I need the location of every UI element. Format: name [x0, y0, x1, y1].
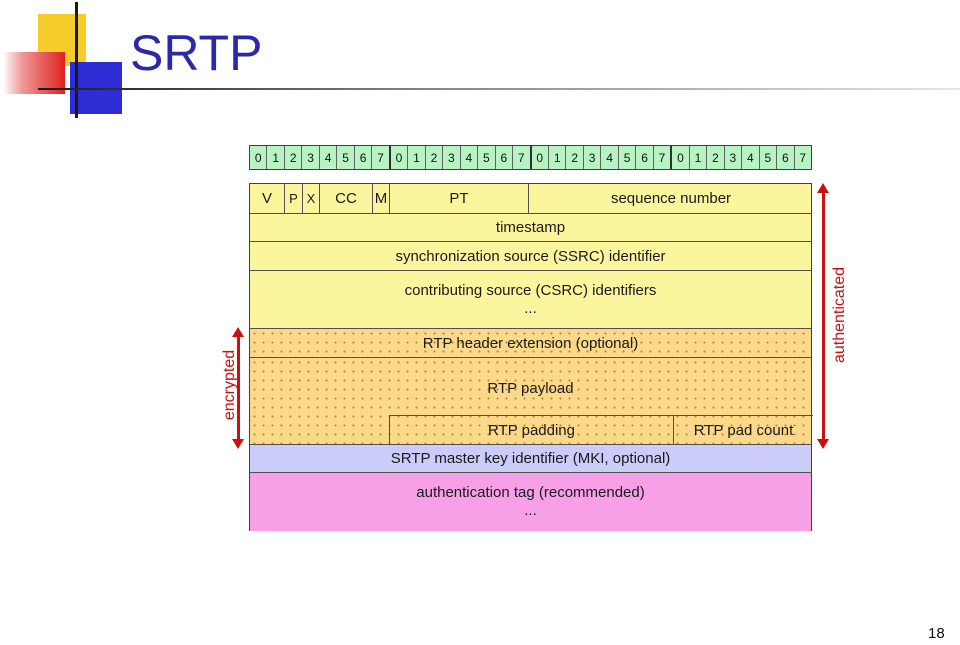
bit-index-cell: 7 [794, 146, 811, 169]
bit-index-cell: 4 [601, 146, 619, 169]
bit-index-cell: 1 [408, 146, 426, 169]
auth-tag-ellipsis: ... [524, 502, 537, 519]
authenticated-label: authenticated [831, 266, 848, 364]
bit-index-cell: 0 [531, 146, 549, 169]
authenticated-range-arrow [817, 183, 829, 449]
encrypted-range-arrow [232, 327, 244, 449]
payload-label: RTP payload [487, 380, 574, 397]
field-padding-flag: P [285, 184, 303, 213]
page-number: 18 [928, 625, 945, 642]
rtp-header-row: V P X CC M PT sequence number [250, 184, 811, 214]
auth-tag-label: authentication tag (recommended) [416, 484, 645, 501]
field-version: V [250, 184, 285, 213]
bit-index-cell: 5 [759, 146, 778, 169]
bit-index-cell: 4 [742, 146, 760, 169]
bit-index-cell: 5 [337, 146, 355, 169]
field-payload-area: RTP payload RTP padding RTP pad count [250, 358, 813, 444]
bit-index-cell: 0 [250, 146, 268, 169]
title-decoration-vertical-line [75, 2, 78, 118]
bit-index-cell: 0 [390, 146, 409, 169]
field-csrc: contributing source (CSRC) identifiers .… [250, 271, 811, 329]
srtp-packet-diagram: V P X CC M PT sequence number timestamp … [249, 183, 813, 531]
field-ssrc: synchronization source (SSRC) identifier [250, 242, 811, 271]
encrypted-label: encrypted [221, 349, 238, 421]
bit-index-cell: 7 [653, 146, 673, 169]
bit-index-cell: 6 [777, 146, 795, 169]
bit-index-cell: 5 [618, 146, 637, 169]
bit-index-cell: 1 [689, 146, 708, 169]
field-payload-type: PT [390, 184, 529, 213]
bit-index-cell: 0 [672, 146, 690, 169]
field-csrc-count: CC [320, 184, 373, 213]
bit-index-cell: 6 [636, 146, 654, 169]
bit-index-cell: 7 [372, 146, 391, 169]
field-sequence-number: sequence number [610, 190, 732, 207]
bit-index-cell: 4 [319, 146, 338, 169]
bit-index-cell: 3 [724, 146, 743, 169]
bit-index-cell: 4 [460, 146, 479, 169]
bit-index-cell: 6 [354, 146, 373, 169]
field-marker: M [373, 184, 390, 213]
bit-index-cell: 2 [707, 146, 725, 169]
title-underline [38, 88, 960, 90]
bit-index-cell: 1 [267, 146, 285, 169]
field-auth-tag: authentication tag (recommended) ... [250, 473, 811, 531]
field-timestamp: timestamp [250, 214, 811, 242]
bit-index-cell: 1 [548, 146, 567, 169]
field-rtp-pad-count: RTP pad count [693, 421, 794, 439]
bit-index-cell: 6 [495, 146, 514, 169]
bit-index-cell: 5 [478, 146, 496, 169]
bit-index-cell: 2 [425, 146, 444, 169]
field-rtp-padding: RTP padding [390, 416, 674, 444]
bit-index-cell: 7 [513, 146, 532, 169]
bit-index-cell: 2 [284, 146, 303, 169]
bit-index-cell: 3 [583, 146, 602, 169]
field-extension-flag: X [303, 184, 320, 213]
csrc-label: contributing source (CSRC) identifiers [404, 281, 657, 299]
field-header-extension: RTP header extension (optional) [250, 329, 811, 358]
field-mki: SRTP master key identifier (MKI, optiona… [250, 444, 811, 473]
slide-title: SRTP [130, 25, 263, 81]
bit-index-cell: 3 [302, 146, 320, 169]
padding-row: RTP padding RTP pad count [389, 415, 813, 444]
title-decoration-red-bar [3, 52, 65, 94]
bit-index-cell: 3 [443, 146, 461, 169]
bit-index-cell: 2 [566, 146, 584, 169]
csrc-ellipsis: ... [524, 299, 537, 317]
